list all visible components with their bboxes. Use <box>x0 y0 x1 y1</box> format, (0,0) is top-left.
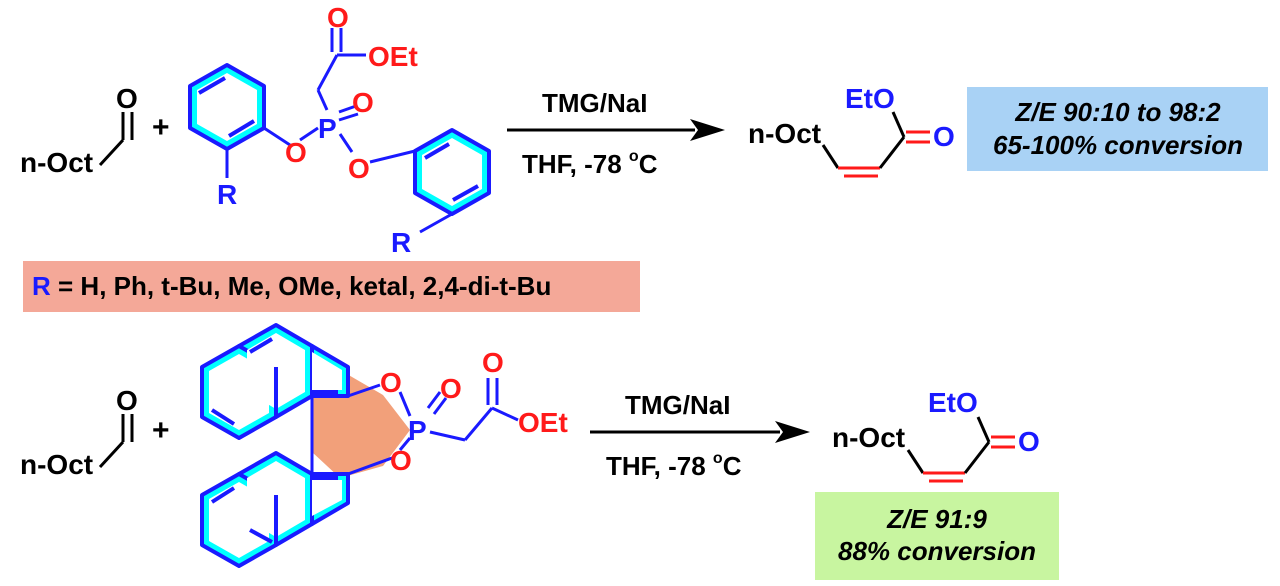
reaction1-r-left: R <box>217 179 237 210</box>
reaction2-aldehyde-noct: n-Oct <box>20 449 93 480</box>
reaction1-aryl-oxygen-right: O <box>348 153 370 184</box>
reaction2-phosphorus: P <box>408 415 427 446</box>
reaction1-phosphoryl-oxygen: O <box>352 87 374 118</box>
reaction1-aryl-oxygen-left: O <box>285 137 307 168</box>
reaction2-reagent: TMG/NaI <box>625 390 730 420</box>
reaction2-product-carbonyl-oxygen: O <box>1018 426 1040 457</box>
substituent-definition: R = H, Ph, t-Bu, Me, OMe, ketal, 2,4-di-… <box>32 271 551 301</box>
reaction1-conversion: 65-100% conversion <box>993 130 1243 160</box>
reaction2-aldehyde <box>98 414 134 469</box>
substituent-box <box>23 261 640 312</box>
binol-oxygen-lower: O <box>390 445 412 476</box>
reaction1-plus: + <box>152 111 170 144</box>
reaction2-ester-carbonyl-oxygen: O <box>482 347 504 378</box>
reaction1-left-aryl-ring <box>188 63 266 151</box>
binol-lower-naphthyl <box>200 451 350 568</box>
reaction2-aldehyde-oxygen: O <box>116 385 138 416</box>
reaction2-arrow <box>590 421 810 443</box>
reaction1-aldehyde <box>98 112 134 167</box>
reaction1-selectivity: Z/E 90:10 to 98:2 <box>1014 97 1221 127</box>
reaction1-phosphonate-bonds <box>225 28 453 234</box>
reaction1-aldehyde-noct: n-Oct <box>20 147 93 178</box>
reaction2-product-bonds <box>906 416 1015 483</box>
reaction2-conditions: THF, -78 oC <box>606 450 742 481</box>
binol-bonds <box>310 378 519 476</box>
reaction1-r-right: R <box>391 227 411 258</box>
reaction2-plus: + <box>152 414 170 447</box>
reaction1-ester-carbonyl-oxygen: O <box>327 2 349 33</box>
reaction1-product-eto: EtO <box>845 83 895 114</box>
reaction1-product-carbonyl-oxygen: O <box>933 121 955 152</box>
reaction1-reagent: TMG/NaI <box>542 88 647 118</box>
binol-upper-naphthyl <box>200 323 350 440</box>
reaction2-product-noct: n-Oct <box>832 422 905 453</box>
reaction1-product-noct: n-Oct <box>748 118 821 149</box>
reaction1-conditions: THF, -78 oC <box>522 148 658 179</box>
reaction1-arrow <box>507 119 725 141</box>
reaction2-phosphoryl-oxygen: O <box>440 373 462 404</box>
result-box-reaction2 <box>815 492 1059 580</box>
binol-oxygen-upper: O <box>380 367 402 398</box>
reaction2-conversion: 88% conversion <box>838 536 1036 566</box>
reaction1-right-aryl-ring <box>413 128 491 216</box>
reaction1-product-bonds <box>821 111 930 178</box>
reaction1-phosphorus: P <box>318 113 337 144</box>
reaction2-selectivity: Z/E 91:9 <box>886 504 987 534</box>
reaction2-product-eto: EtO <box>928 387 978 418</box>
reaction1-ester-oet: OEt <box>368 41 418 72</box>
result-box-reaction1 <box>967 87 1268 171</box>
reaction2-ester-oet: OEt <box>518 407 568 438</box>
reaction1-aldehyde-oxygen: O <box>116 83 138 114</box>
